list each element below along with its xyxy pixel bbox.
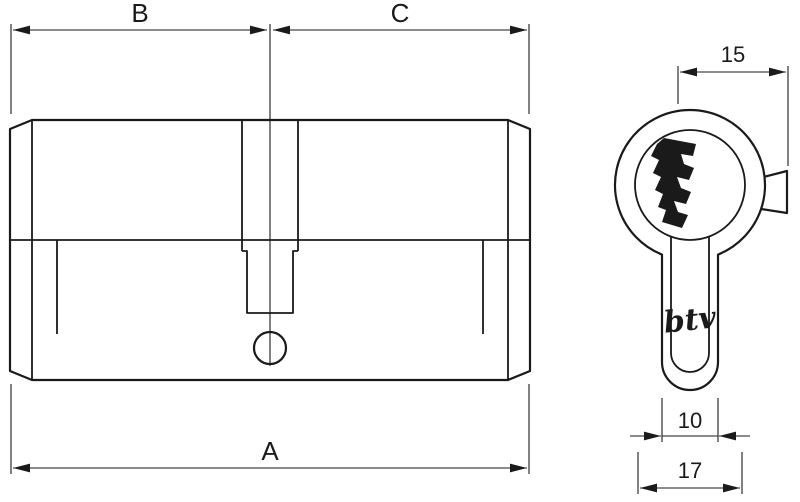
- dim-label-17: 17: [678, 458, 702, 483]
- dim-label-c: C: [391, 0, 410, 28]
- front-view-dimensions: 15 10 17: [630, 42, 789, 494]
- front-view: btv: [613, 108, 789, 392]
- profile-outline: [613, 108, 767, 392]
- keyway-icon: [651, 138, 696, 228]
- inner-stem-contour: [670, 236, 710, 373]
- dim-label-a: A: [261, 436, 279, 466]
- dim-label-10: 10: [678, 408, 702, 433]
- plug-face-circle: [634, 129, 746, 241]
- brand-logo: btv: [662, 300, 718, 340]
- side-view: [8, 24, 532, 382]
- dim-label-b: B: [131, 0, 148, 28]
- side-view-dimensions: B C A: [10, 0, 530, 474]
- dim-label-15: 15: [721, 42, 745, 67]
